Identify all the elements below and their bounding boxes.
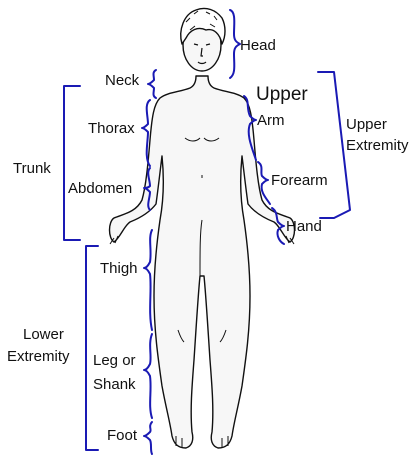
- abdomen-label: Abdomen: [68, 180, 132, 197]
- upper-extremity-label-line1: Upper: [346, 116, 387, 133]
- foot-label: Foot: [107, 427, 137, 444]
- head-brace: [230, 10, 240, 78]
- upper-label: Upper: [256, 84, 308, 105]
- leg-brace: [144, 334, 152, 418]
- thigh-brace: [144, 230, 152, 330]
- trunk-label: Trunk: [13, 160, 51, 177]
- leg-label-line2: Shank: [93, 376, 136, 393]
- leg-label-line1: Leg or: [93, 352, 136, 369]
- hand-label: Hand: [286, 218, 322, 235]
- neck-label: Neck: [105, 72, 139, 89]
- lower-extremity-label-line1: Lower: [23, 326, 64, 343]
- thigh-label: Thigh: [100, 260, 138, 277]
- neck-brace: [148, 70, 156, 98]
- upper-extremity-label-line2: Extremity: [346, 137, 409, 154]
- trunk-bracket: [64, 86, 80, 240]
- lower-extremity-label-line2: Extremity: [7, 348, 70, 365]
- forearm-label: Forearm: [271, 172, 328, 189]
- head-label: Head: [240, 37, 276, 54]
- arm-label: Arm: [257, 112, 285, 129]
- lower-extremity-bracket: [86, 246, 98, 450]
- foot-brace: [144, 422, 152, 454]
- thorax-label: Thorax: [88, 120, 135, 137]
